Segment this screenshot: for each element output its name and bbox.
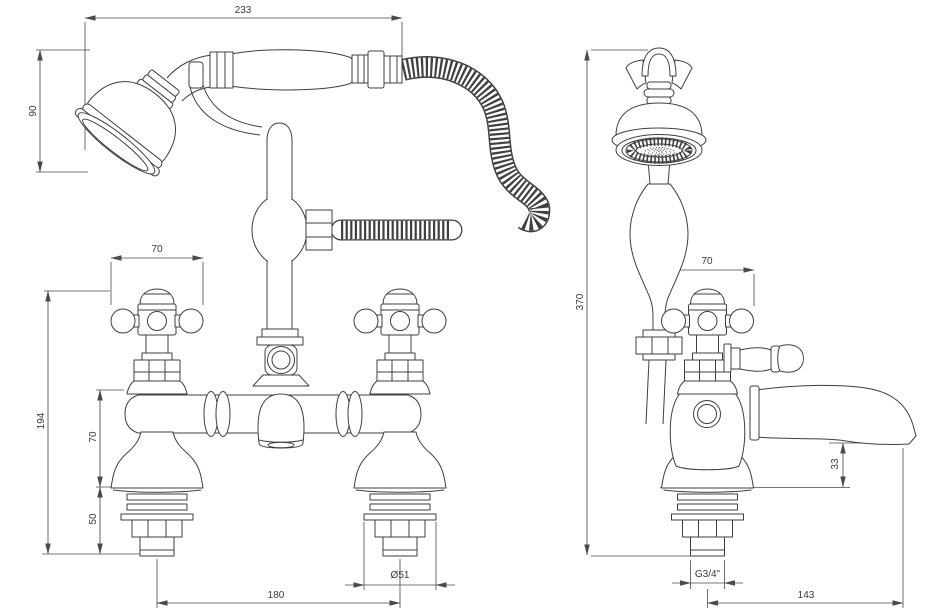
dim-overall-width: 233 bbox=[84, 5, 403, 150]
dim-label-tap-centres: 180 bbox=[268, 590, 285, 601]
dim-label-handle-width-front: 70 bbox=[151, 244, 163, 255]
dim-label-spout-clearance: 33 bbox=[830, 458, 841, 470]
dim-handle-width-front: 70 bbox=[110, 244, 204, 305]
cross-handle-right bbox=[353, 288, 447, 395]
spray-face-dots bbox=[644, 147, 675, 158]
tap-leg-left bbox=[110, 431, 204, 557]
centre-spout bbox=[257, 393, 305, 449]
dim-label-overall-width: 233 bbox=[235, 5, 252, 16]
dim-shank-length: 50 bbox=[88, 486, 103, 555]
handset-grip bbox=[226, 49, 359, 91]
hose-union-nut bbox=[635, 329, 683, 361]
hose-connector bbox=[351, 50, 403, 89]
wall-cradle bbox=[625, 47, 693, 105]
dim-overall-height-front: 194 bbox=[36, 290, 142, 555]
front-view: 233 90 70 194 bbox=[28, 5, 551, 608]
dim-label-shank-length: 50 bbox=[88, 513, 99, 525]
handset-grip-side bbox=[629, 183, 689, 333]
dim-label-body-height: 70 bbox=[88, 431, 99, 443]
dim-label-base-diameter: Ø51 bbox=[391, 570, 410, 581]
dim-label-head-height: 90 bbox=[28, 105, 39, 117]
dim-label-spout-reach: 143 bbox=[798, 590, 815, 601]
diverter-lever bbox=[723, 343, 804, 373]
dim-label-overall-height-side: 370 bbox=[575, 293, 586, 310]
dim-thread-size: G3/4" bbox=[672, 560, 743, 589]
handset-head bbox=[74, 69, 180, 177]
cross-handle-left bbox=[110, 288, 204, 395]
handset-cradle-column bbox=[189, 84, 308, 329]
side-view: 370 70 33 G3/4" bbox=[575, 47, 917, 608]
tap-leg-right bbox=[353, 431, 447, 557]
dim-head-height: 90 bbox=[28, 49, 90, 173]
dim-base-diameter: Ø51 bbox=[345, 522, 455, 590]
dim-label-overall-height-front: 194 bbox=[36, 412, 47, 429]
handset bbox=[74, 49, 403, 177]
shower-hose bbox=[400, 56, 551, 233]
dim-spout-reach: 143 bbox=[707, 448, 904, 608]
dimensions-front: 233 90 70 194 bbox=[28, 5, 455, 608]
handset-side bbox=[611, 102, 707, 425]
stub-hex-nut bbox=[305, 209, 333, 251]
bath-spout bbox=[749, 384, 917, 445]
cradle-hook bbox=[188, 61, 204, 89]
dim-tap-centres: 180 bbox=[156, 559, 401, 608]
diverter-assembly bbox=[252, 328, 310, 449]
valve-body-side bbox=[669, 381, 746, 471]
dim-label-thread-size: G3/4" bbox=[695, 569, 721, 580]
hose-connection-stub bbox=[305, 209, 463, 251]
dim-overall-height-side: 370 bbox=[575, 49, 694, 557]
dim-label-handle-width-side: 70 bbox=[701, 256, 713, 267]
